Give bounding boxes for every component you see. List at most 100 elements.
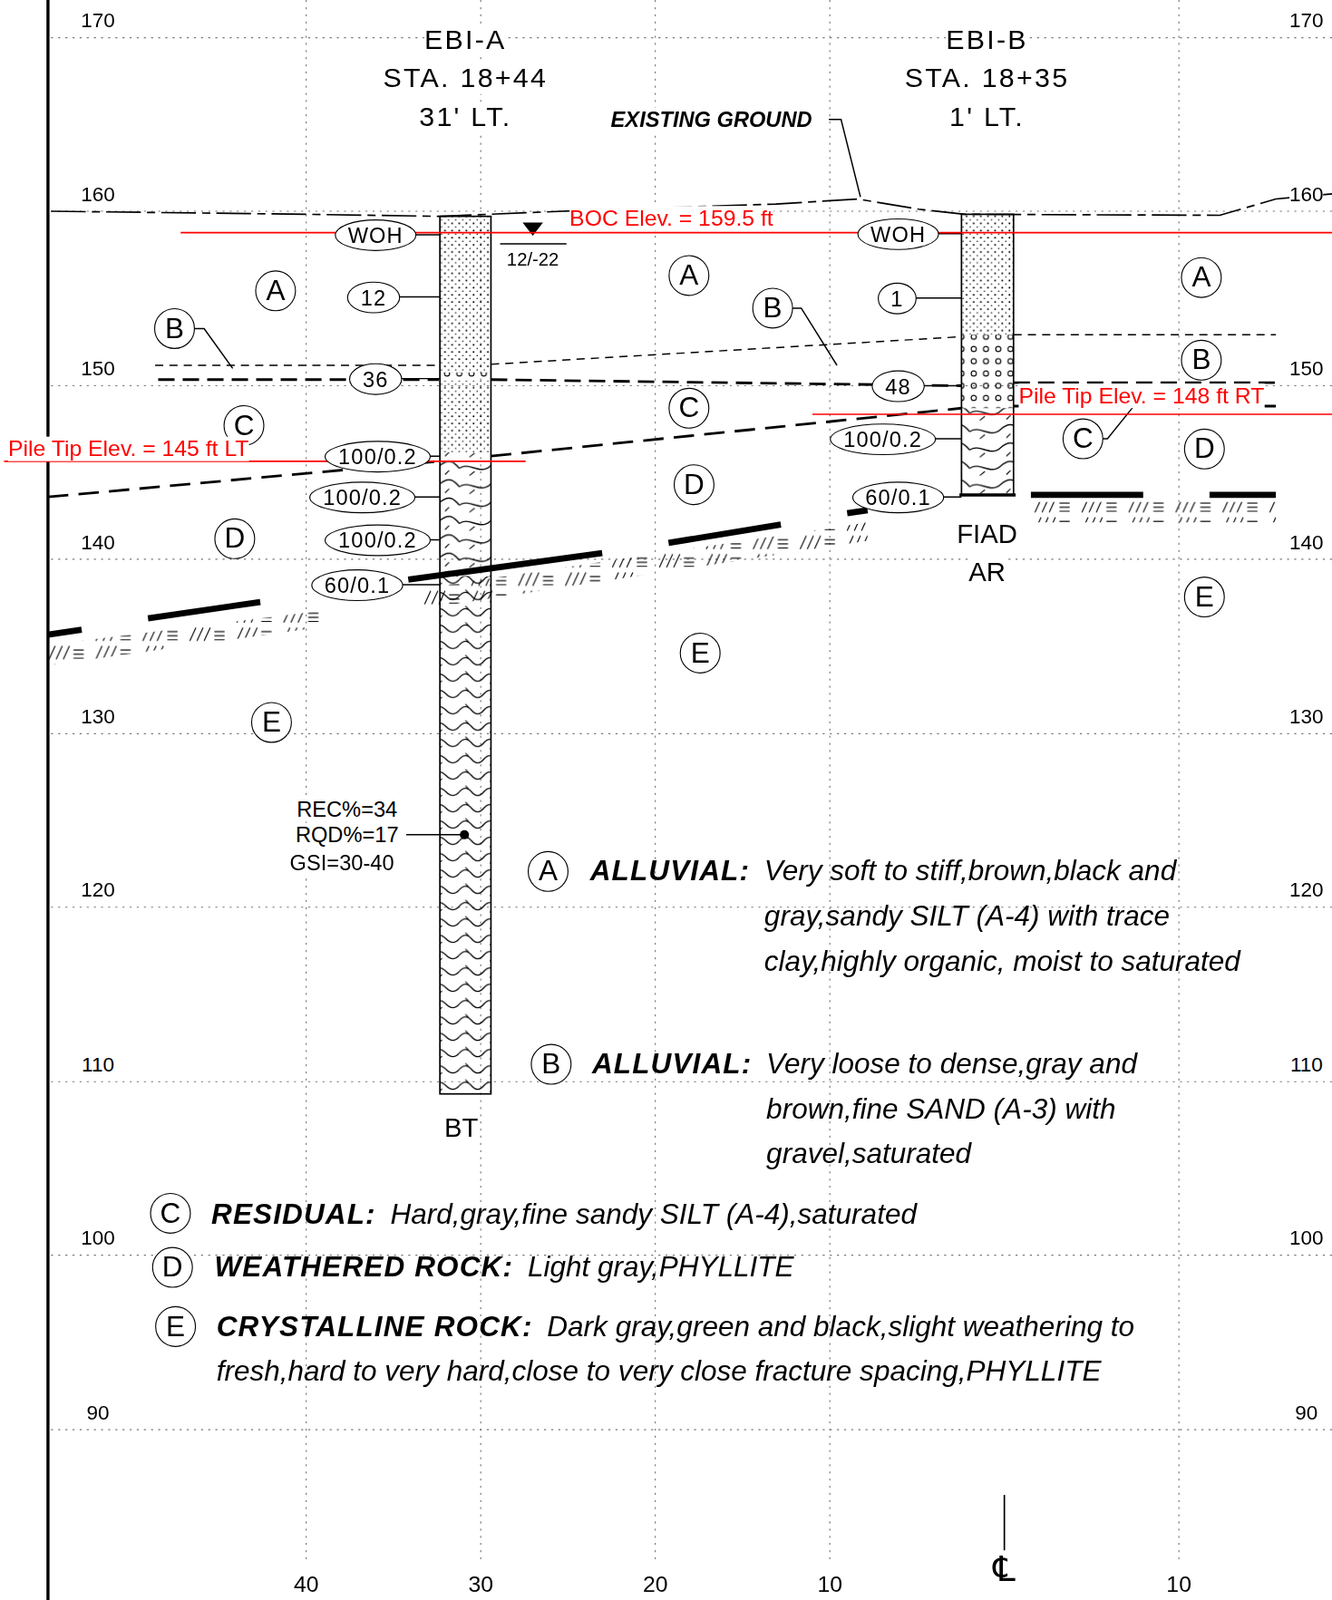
boring-header: 1' LT. <box>949 102 1025 133</box>
offset-label: 10 <box>1166 1573 1192 1598</box>
drawing-stroke <box>959 493 1016 496</box>
elevation-label: 100 <box>80 1226 116 1250</box>
node-text: D <box>1194 435 1216 465</box>
blow-count: 12 <box>347 281 400 313</box>
layer-callout: E <box>155 1306 196 1348</box>
elevation-label: 90 <box>87 1401 110 1425</box>
node-text: B <box>763 293 783 323</box>
drawing-stroke <box>500 243 567 244</box>
rock-core-data: GSI=30-40 <box>290 850 395 875</box>
layer-callout: B <box>752 287 794 329</box>
boring-ebi-b <box>959 213 1016 496</box>
node-text: B <box>541 1050 561 1080</box>
centerline-symbol: ℄ <box>992 1550 1016 1589</box>
layer-callout: B <box>154 308 195 350</box>
drawing-stroke <box>961 334 1013 409</box>
node-text: E <box>262 708 282 738</box>
node-text: 48 <box>884 375 912 398</box>
drawing-stroke <box>439 216 491 1095</box>
node-text: 100/0.2 <box>338 529 418 552</box>
layer-callout: A <box>254 270 296 312</box>
legend-heading: ALLUVIAL: <box>592 1041 752 1177</box>
offset-label: 20 <box>642 1573 669 1598</box>
blow-count: 100/0.2 <box>324 524 430 556</box>
legend-heading: WEATHERED ROCK: <box>213 1251 514 1284</box>
layer-callout: D <box>673 464 715 506</box>
node-text: 36 <box>362 368 389 390</box>
drawing-stroke <box>883 233 963 497</box>
drawing-stroke <box>439 216 491 373</box>
node-text: D <box>683 470 705 500</box>
blow-count: 100/0.2 <box>830 423 936 456</box>
legend-row: ALLUVIAL:Very loose to dense,gray and br… <box>592 1041 1246 1177</box>
elevation-label: 110 <box>1290 1053 1323 1077</box>
drawing-stroke <box>155 334 1276 366</box>
drawing-stroke <box>961 213 1013 496</box>
elevation-label: 100 <box>1289 1226 1324 1250</box>
node-text: A <box>265 276 285 306</box>
blow-count: 100/0.2 <box>310 481 416 514</box>
drawing-stroke <box>439 372 491 381</box>
ground-leader <box>828 119 861 198</box>
blow-count: 36 <box>349 362 402 395</box>
grid <box>50 0 1332 1562</box>
node-text: 12 <box>360 286 388 309</box>
legend-row: RESIDUAL:Hard,gray,fine sandy SILT (A-4)… <box>211 1192 1294 1238</box>
legend-description: Very soft to stiff,brown,black and gray,… <box>764 849 1245 985</box>
rock-hatch <box>48 502 1276 666</box>
drawing-stroke <box>961 408 1013 496</box>
drawing-stroke <box>48 495 1276 635</box>
elevation-label: 140 <box>80 530 116 554</box>
elevation-label: 90 <box>1294 1401 1318 1425</box>
legend-row: WEATHERED ROCK: Light gray,PHYLLITE <box>213 1244 1296 1291</box>
layer-callout: D <box>152 1247 194 1289</box>
elevation-label: 120 <box>1289 878 1324 902</box>
layer-callout: E <box>1184 576 1226 618</box>
drawing-stroke <box>522 222 544 236</box>
layer-lines <box>48 334 1276 635</box>
boring-end: FIAD <box>956 519 1018 549</box>
node-text: D <box>162 1253 184 1283</box>
layer-callout: A <box>668 254 710 296</box>
layer-callout: A <box>1180 257 1222 299</box>
drawing-stroke <box>439 380 491 453</box>
node-text: 100/0.2 <box>338 445 418 467</box>
node-text: E <box>165 1312 185 1342</box>
node-text: E <box>690 639 710 669</box>
node-text: E <box>1195 583 1215 613</box>
layer-callout: D <box>213 518 255 560</box>
node-text: B <box>165 314 185 344</box>
elevation-label: 160 <box>80 182 116 205</box>
water-date: 12/-22 <box>506 250 559 271</box>
elevation-label: 130 <box>1289 705 1324 729</box>
node-text: D <box>224 525 246 555</box>
node-text: C <box>678 394 700 424</box>
elevation-label: 140 <box>1289 530 1324 554</box>
rock-core-data: RQD%=17 <box>295 823 399 847</box>
node-text: 60/0.1 <box>324 573 390 596</box>
boring-header: 31' LT. <box>418 102 512 133</box>
node-text: C <box>1072 424 1094 454</box>
node-text: 100/0.2 <box>322 486 402 508</box>
legend-description: Hard,gray,fine sandy SILT (A-4),saturate… <box>390 1198 917 1231</box>
frame-line <box>46 0 49 1600</box>
elevation-label: 130 <box>80 705 116 729</box>
node-text: WOH <box>348 223 404 246</box>
layer-callout: D <box>1184 428 1226 470</box>
elevation-label: 110 <box>81 1053 115 1077</box>
node-text: 100/0.2 <box>843 427 923 450</box>
node-text: A <box>1191 262 1211 292</box>
drawing-stroke <box>48 610 325 666</box>
layer-callout: B <box>1180 340 1222 381</box>
legend-description: Light gray,PHYLLITE <box>527 1251 795 1284</box>
blow-count: 48 <box>872 369 925 402</box>
elevation-note: Pile Tip Elev. = 148 ft RT <box>1018 383 1264 409</box>
node-text: 60/0.1 <box>865 486 931 508</box>
boring-header: EBI-A <box>424 25 507 56</box>
elevation-label: 150 <box>80 357 116 380</box>
layer-callout: C <box>668 388 710 429</box>
blow-count: 60/0.1 <box>311 569 404 602</box>
drawing-stroke <box>439 576 491 1095</box>
elevation-note: Pile Tip Elev. = 145 ft LT <box>8 437 249 462</box>
node-text: C <box>160 1199 182 1229</box>
